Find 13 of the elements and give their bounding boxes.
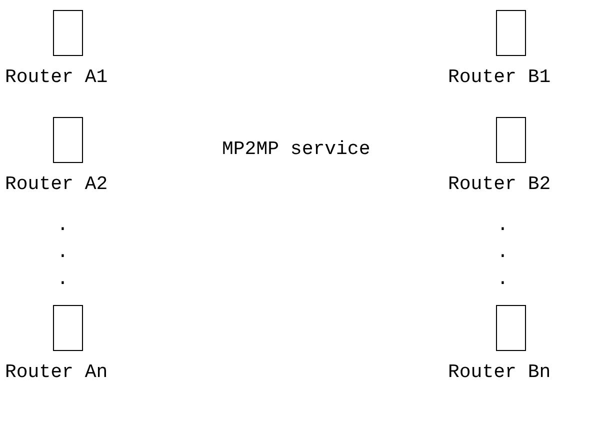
- router-label: Router An: [5, 360, 108, 383]
- ellipsis-dot: .: [497, 214, 508, 236]
- service-label: MP2MP service: [222, 138, 370, 160]
- ellipsis-dot: .: [57, 214, 68, 236]
- router-label: Router Bn: [448, 360, 551, 383]
- ellipsis-dot: .: [497, 268, 508, 290]
- ellipsis-dot: .: [57, 241, 68, 264]
- router-label: Router A1: [5, 66, 108, 88]
- ellipsis-dot: .: [57, 268, 68, 290]
- router-label: Router B2: [448, 173, 551, 196]
- ellipsis-dot: .: [497, 241, 508, 264]
- router-label: Router B1: [448, 66, 551, 88]
- router-label: Router A2: [5, 173, 108, 196]
